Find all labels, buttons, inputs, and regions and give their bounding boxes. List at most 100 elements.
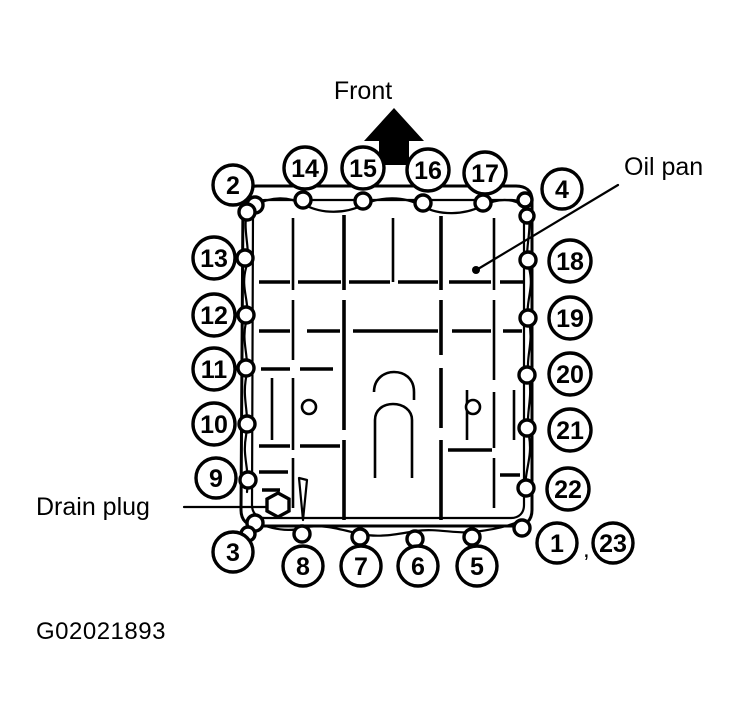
- callout-18-label: 18: [556, 248, 584, 276]
- callout-22[interactable]: 22: [545, 466, 591, 512]
- drain-plug-label: Drain plug: [36, 493, 150, 521]
- oil-pan-right-bead: [523, 204, 532, 498]
- callout-16-ring: [405, 147, 451, 193]
- callout-23-ring: [591, 521, 635, 565]
- locator-hole-left: [300, 398, 318, 416]
- oil-pan-body: [239, 184, 534, 537]
- bolt-hole-top-2: [293, 190, 313, 210]
- callout-10-label: 10: [200, 411, 228, 439]
- callout-6-ring: [396, 544, 440, 588]
- leader-lines: [182, 183, 620, 509]
- callout-11-label: 11: [201, 356, 228, 384]
- locator-hole-right: [464, 398, 482, 416]
- callout-4[interactable]: 4: [540, 167, 584, 211]
- bolt-hole-corner-br: [512, 518, 532, 538]
- oil-pan-leader-dot: [472, 266, 480, 274]
- callout-12-ring: [191, 292, 237, 338]
- callout-13[interactable]: 13: [191, 235, 237, 281]
- callout-14[interactable]: 14: [282, 145, 328, 191]
- callout-1[interactable]: 1: [535, 521, 579, 565]
- callout-4-label: 4: [555, 176, 569, 204]
- callout-19[interactable]: 19: [547, 295, 593, 341]
- callout-6-label: 6: [411, 553, 425, 581]
- drain-plug-hex-icon: [265, 491, 291, 519]
- callout-12-label: 12: [200, 302, 228, 330]
- bolt-hole-right-3: [517, 365, 537, 385]
- callout-21-ring: [547, 407, 593, 453]
- bolt-hole-right-2: [518, 308, 538, 328]
- bolt-hole-left-2: [235, 248, 255, 268]
- callout-15-ring: [340, 145, 386, 191]
- bolt-hole-corner-tr-lower: [518, 207, 536, 225]
- callout-14-label: 14: [291, 155, 319, 183]
- callout-21-label: 21: [556, 417, 584, 445]
- callout-22-ring: [545, 466, 591, 512]
- callout-2[interactable]: 2: [211, 163, 255, 207]
- callout-1-label: 1: [550, 530, 564, 558]
- callout-9[interactable]: 9: [194, 456, 238, 500]
- callout-8-ring: [281, 544, 325, 588]
- callout-6[interactable]: 6: [396, 544, 440, 588]
- bolt-hole-bottom-2: [350, 527, 370, 547]
- bolt-hole-left-4: [236, 358, 256, 378]
- bolt-hole-left-5: [237, 414, 257, 434]
- pickup-tube-cap: [372, 370, 416, 400]
- bolt-hole-left-6: [238, 470, 258, 490]
- callout-1-ring: [535, 521, 579, 565]
- bolt-hole-right-5: [516, 478, 536, 498]
- front-direction-label: Front: [334, 77, 392, 105]
- callout-3-label: 3: [226, 539, 240, 567]
- callout-3[interactable]: 3: [211, 530, 255, 574]
- oil-pan-outer-flange: [239, 184, 534, 528]
- bolt-hole-top-4: [413, 193, 433, 213]
- callout-22-label: 22: [554, 476, 582, 504]
- callout-21[interactable]: 21: [547, 407, 593, 453]
- callout-10-ring: [191, 401, 237, 447]
- front-direction-indicator: [364, 108, 424, 165]
- callout-5-label: 5: [470, 553, 484, 581]
- callout-16-label: 16: [414, 157, 442, 185]
- pickup-tube-column: [373, 402, 414, 478]
- callout-15[interactable]: 15: [340, 145, 386, 191]
- bolt-hole-right-1: [518, 250, 538, 270]
- callout-8[interactable]: 8: [281, 544, 325, 588]
- callout-separator-comma: ,: [583, 536, 590, 563]
- callout-23[interactable]: 23: [591, 521, 635, 565]
- callout-18[interactable]: 18: [547, 238, 593, 284]
- front-arrow-icon: [364, 108, 424, 165]
- callout-17[interactable]: 17: [462, 150, 508, 196]
- callout-15-label: 15: [349, 155, 377, 183]
- callout-9-label: 9: [209, 465, 223, 493]
- callout-5-ring: [455, 544, 499, 588]
- callout-10[interactable]: 10: [191, 401, 237, 447]
- callout-11[interactable]: 11: [191, 346, 237, 392]
- callout-20-ring: [547, 351, 593, 397]
- callout-19-ring: [547, 295, 593, 341]
- callout-3-ring: [211, 530, 255, 574]
- dipstick-tube-icon: [297, 476, 309, 522]
- bolt-hole-bottom-1: [292, 524, 312, 544]
- callout-5[interactable]: 5: [455, 544, 499, 588]
- callout-20[interactable]: 20: [547, 351, 593, 397]
- callout-17-ring: [462, 150, 508, 196]
- callout-4-ring: [540, 167, 584, 211]
- callout-16[interactable]: 16: [405, 147, 451, 193]
- callout-14-ring: [282, 145, 328, 191]
- callout-7-ring: [339, 544, 383, 588]
- callout-17-label: 17: [471, 160, 499, 188]
- callout-18-ring: [547, 238, 593, 284]
- bolt-hole-right-4: [517, 418, 537, 438]
- callout-11-ring: [191, 346, 237, 392]
- callout-9-ring: [194, 456, 238, 500]
- callout-23-label: 23: [599, 530, 627, 558]
- callout-12[interactable]: 12: [191, 292, 237, 338]
- figure-caption: G02021893: [36, 618, 166, 645]
- callout-8-label: 8: [296, 553, 310, 581]
- oil-pan-label: Oil pan: [624, 153, 703, 181]
- callout-2-ring: [211, 163, 255, 207]
- callout-13-ring: [191, 235, 237, 281]
- callout-7[interactable]: 7: [339, 544, 383, 588]
- callout-2-label: 2: [226, 172, 240, 200]
